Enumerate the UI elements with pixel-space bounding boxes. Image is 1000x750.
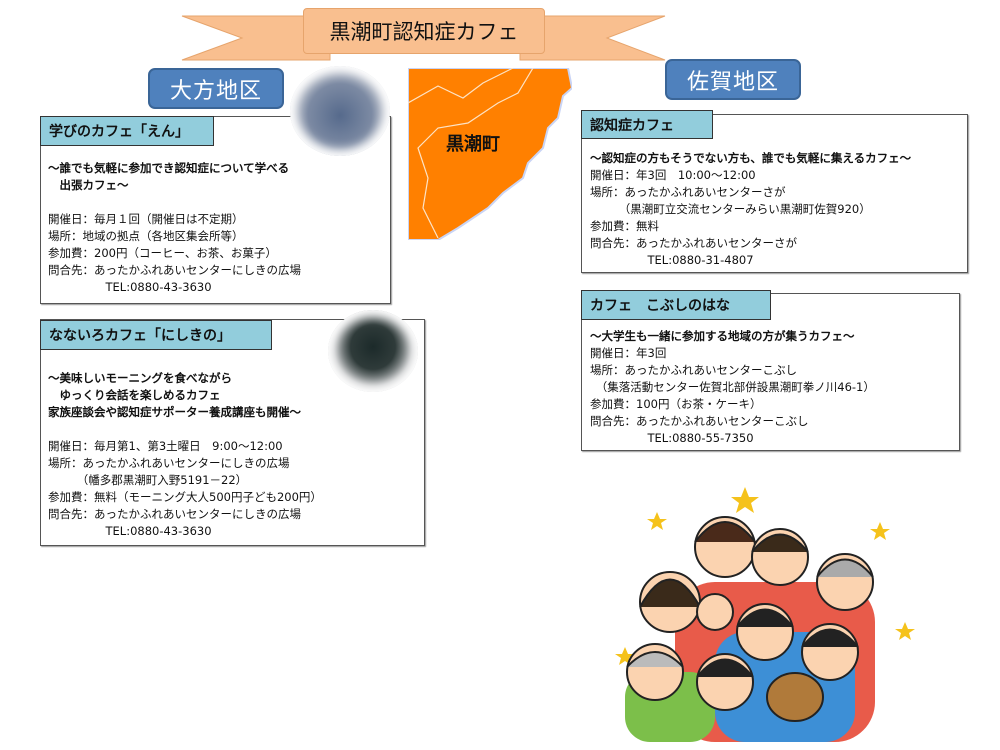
info-line: 開催日：毎月１回（開催日は不定期） xyxy=(48,212,244,226)
tagline-line: ～美味しいモーニングを食べながら xyxy=(48,371,232,385)
page-title: 黒潮町認知症カフェ xyxy=(303,8,545,54)
info-line: 参加費：200円（コーヒー、お茶、お菓子） xyxy=(48,246,277,260)
tagline-line: 出張カフェ～ xyxy=(48,178,129,192)
cafe-title-en: 学びのカフェ「えん」 xyxy=(40,116,214,146)
district-label-ogata: 大方地区 xyxy=(148,68,284,109)
info-line: （幡多郡黒潮町入野5191－22） xyxy=(48,473,248,487)
info-line: 問合先：あったかふれあいセンターこぶし xyxy=(590,414,809,428)
info-line: 問合先：あったかふれあいセンターさが xyxy=(590,236,797,250)
info-line: （集落活動センター佐賀北部併設黒潮町拳ノ川46-1） xyxy=(590,380,875,394)
tagline-line: ～誰でも気軽に参加でき認知症について学べる xyxy=(48,161,290,175)
info-line: 開催日：毎月第1、第3土曜日 9:00～12:00 xyxy=(48,439,283,453)
info-line: 場所：あったかふれあいセンターにしきの広場 xyxy=(48,456,290,470)
ribbon-tails xyxy=(181,15,666,61)
info-line: 場所：あったかふれあいセンターこぶし xyxy=(590,363,797,377)
tagline-line: ゆっくり会話を楽しめるカフェ xyxy=(48,388,221,402)
district-label-saga: 佐賀地区 xyxy=(665,59,801,100)
tagline-line: 家族座談会や認知症サポーター養成講座も開催～ xyxy=(48,405,301,419)
tagline-line: ～認知症の方もそうでない方も、誰でも気軽に集えるカフェ～ xyxy=(590,151,912,165)
map-label: 黒潮町 xyxy=(446,134,500,155)
happy-people-illustration xyxy=(605,482,925,742)
info-line: 場所：地域の拠点（各地区集会所等） xyxy=(48,229,244,243)
info-line: 参加費：無料（モーニング大人500円子ども200円） xyxy=(48,490,322,504)
cafe-body-saga: ～認知症の方もそうでない方も、誰でも気軽に集えるカフェ～ 開催日：年3回 10:… xyxy=(590,150,911,269)
info-line: TEL:0880-43-3630 xyxy=(48,280,212,294)
cafe-body-kobushi: ～大学生も一緒に参加する地域の方が集うカフェ～ 開催日：年3回 場所：あったかふ… xyxy=(590,328,875,447)
cafe-photo-nishikino xyxy=(328,310,418,392)
info-line: 開催日：年3回 10:00～12:00 xyxy=(590,168,756,182)
info-line: 場所：あったかふれあいセンターさが xyxy=(590,185,786,199)
town-map: 黒潮町 xyxy=(407,67,574,241)
info-line: 問合先：あったかふれあいセンターにしきの広場 xyxy=(48,507,301,521)
info-line: TEL:0880-55-7350 xyxy=(590,431,754,445)
info-line: TEL:0880-31-4807 xyxy=(590,253,754,267)
title-ribbon xyxy=(0,0,1000,70)
cafe-photo-en xyxy=(290,66,390,156)
tagline-line: ～大学生も一緒に参加する地域の方が集うカフェ～ xyxy=(590,329,855,343)
info-line: 参加費：無料 xyxy=(590,219,659,233)
cafe-body-en: ～誰でも気軽に参加でき認知症について学べる 出張カフェ～ 開催日：毎月１回（開催… xyxy=(48,160,301,296)
cafe-card-saga xyxy=(581,114,968,273)
info-line: 問合先：あったかふれあいセンターにしきの広場 xyxy=(48,263,301,277)
cafe-title-saga: 認知症カフェ xyxy=(581,110,713,139)
info-line: 参加費：100円（お茶・ケーキ） xyxy=(590,397,762,411)
cafe-title-kobushi: カフェ こぶしのはな xyxy=(581,290,771,320)
info-line: TEL:0880-43-3630 xyxy=(48,524,212,538)
info-line: 開催日：年3回 xyxy=(590,346,667,360)
info-line: （黒潮町立交流センターみらい黒潮町佐賀920） xyxy=(590,202,871,216)
cafe-body-nishikino: ～美味しいモーニングを食べながら ゆっくり会話を楽しめるカフェ 家族座談会や認知… xyxy=(48,370,322,540)
cafe-title-nishikino: なないろカフェ「にしきの」 xyxy=(40,320,272,350)
